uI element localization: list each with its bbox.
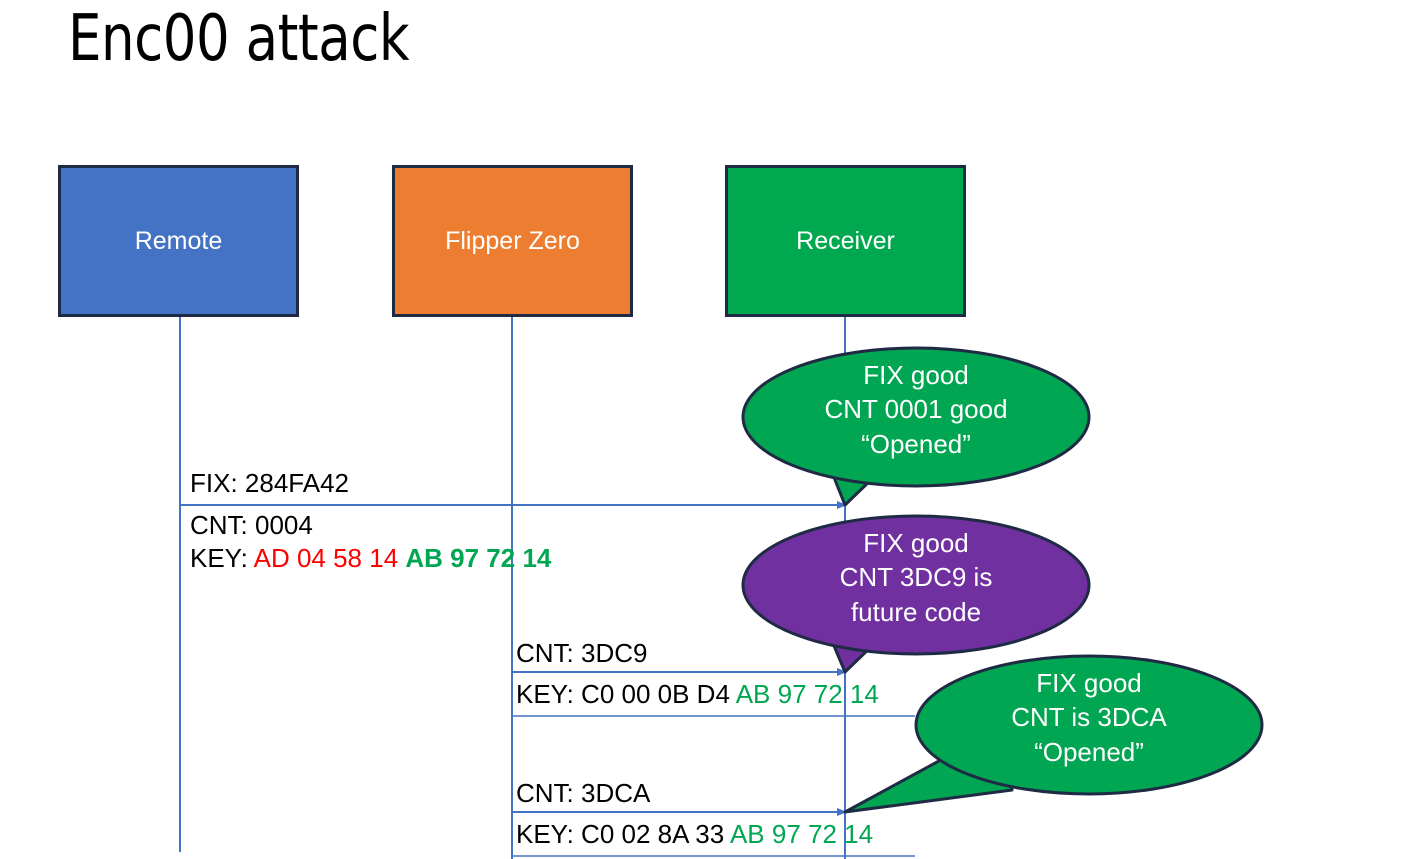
message-3-key-green-bytes: AB 97 72 14	[729, 819, 874, 849]
message-3-key-prefix: KEY: C0 02 8A 33	[516, 819, 730, 849]
message-2-label-below: KEY: C0 00 0B D4 AB 97 72 14	[516, 679, 879, 709]
message-2-key-green-bytes: AB 97 72 14	[735, 679, 879, 709]
message-1-key-line: KEY: AD 04 58 14 AB 97 72 14	[190, 545, 551, 572]
message-1-label-below: CNT: 0004 KEY: AD 04 58 14 AB 97 72 14	[190, 510, 551, 573]
message-1-fix-text: FIX: 284FA42	[190, 468, 349, 498]
actor-label-flipper-zero: Flipper Zero	[445, 226, 580, 255]
page-title: Enc00 attack	[68, 2, 410, 76]
message-2-label-above: CNT: 3DC9	[516, 638, 648, 668]
message-1-cnt-line: CNT: 0004	[190, 510, 551, 540]
message-1-key-red-bytes: AD 04 58 14	[253, 543, 406, 574]
actor-box-receiver[interactable]: Receiver	[725, 165, 966, 317]
callout-bubble-purple-2	[741, 514, 1091, 674]
message-1-cnt-text: CNT: 0004	[190, 510, 313, 540]
actor-box-remote[interactable]: Remote	[58, 165, 299, 317]
actor-box-flipper-zero[interactable]: Flipper Zero	[392, 165, 633, 317]
message-3-label-below: KEY: C0 02 8A 33 AB 97 72 14	[516, 819, 874, 849]
callout-bubble-green-3	[843, 654, 1264, 814]
message-2-key-prefix: KEY: C0 00 0B D4	[516, 679, 736, 709]
actor-label-receiver: Receiver	[796, 226, 895, 255]
message-1-label-above: FIX: 284FA42	[190, 468, 349, 498]
actor-label-remote: Remote	[134, 226, 223, 255]
message-1-key-green-bytes: AB 97 72 14	[405, 543, 552, 574]
message-2-cnt-text: CNT: 3DC9	[516, 638, 648, 668]
callout-bubble-green-1	[741, 346, 1091, 507]
message-3-label-above: CNT: 3DCA	[516, 778, 651, 808]
message-3-cnt-text: CNT: 3DCA	[516, 778, 651, 808]
message-1-key-prefix: KEY:	[190, 543, 254, 574]
